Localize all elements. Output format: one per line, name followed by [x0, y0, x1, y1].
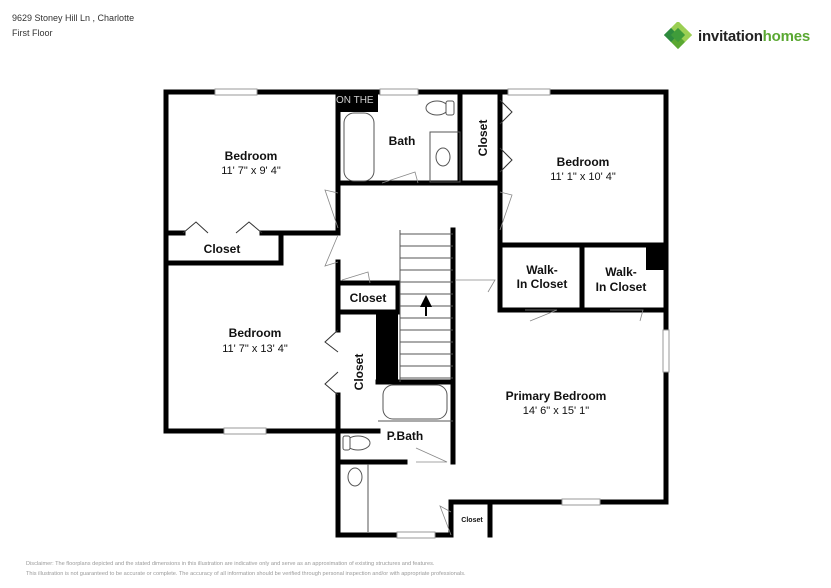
wall-block: [376, 312, 398, 382]
room-name-closet-5: Closet: [461, 517, 483, 524]
staircase: [399, 230, 453, 382]
room-name-bath: Bath: [389, 134, 416, 148]
toilet-icon: [425, 100, 449, 116]
logo-text-homes: homes: [762, 27, 811, 45]
fixtures: [342, 100, 461, 532]
room-name-bedroom-2: Bedroom: [557, 155, 610, 169]
room-name-p-bath: P.Bath: [387, 429, 423, 443]
room-name-bedroom-1: Bedroom: [225, 149, 278, 163]
invitation-homes-logo: invitationhomes: [664, 22, 810, 50]
logo-wordmark: invitationhomes: [698, 28, 810, 45]
bathtub-icon: [343, 112, 375, 182]
room-dims-bedroom-2: 11' 1" x 10' 4": [550, 171, 616, 183]
floor-label: First Floor: [12, 28, 53, 38]
disclaimer-line-1: Disclaimer: The floorplans depicted and …: [26, 561, 435, 567]
room-name-closet-3: Closet: [350, 291, 387, 305]
bathtub-icon: [382, 384, 448, 420]
room-name-closet-4: Closet: [352, 354, 366, 391]
logo-text-invitation: invitation: [698, 27, 763, 45]
room-name-walk-in-1-line2: In Closet: [517, 277, 568, 291]
clover-logo-icon: [664, 22, 692, 50]
room-dims-bedroom-3: 11' 7" x 13' 4": [222, 343, 288, 355]
room-name-closet-2: Closet: [476, 120, 490, 157]
up-arrow-icon: [420, 295, 432, 316]
room-dims-primary-bedroom: 14' 6" x 15' 1": [523, 405, 590, 417]
room-dims-bedroom-1: 11' 7" x 9' 4": [221, 165, 281, 177]
sink-icon: [347, 467, 363, 487]
room-name-closet-1: Closet: [204, 242, 241, 256]
watermark: ON THE: [336, 95, 374, 106]
room-name-walk-in-2-line2: In Closet: [596, 280, 647, 294]
sink-icon: [435, 147, 451, 167]
wall-block: [646, 245, 666, 270]
room-name-walk-in-2-line1: Walk-: [605, 265, 637, 279]
room-name-bedroom-3: Bedroom: [229, 326, 282, 340]
property-address: 9629 Stoney Hill Ln , Charlotte: [12, 13, 135, 23]
room-name-primary-bedroom: Primary Bedroom: [506, 389, 607, 403]
room-name-walk-in-1-line1: Walk-: [526, 263, 558, 277]
disclaimer-line-2: This illustration is not guaranteed to b…: [26, 571, 466, 577]
wall-block: [338, 92, 378, 112]
